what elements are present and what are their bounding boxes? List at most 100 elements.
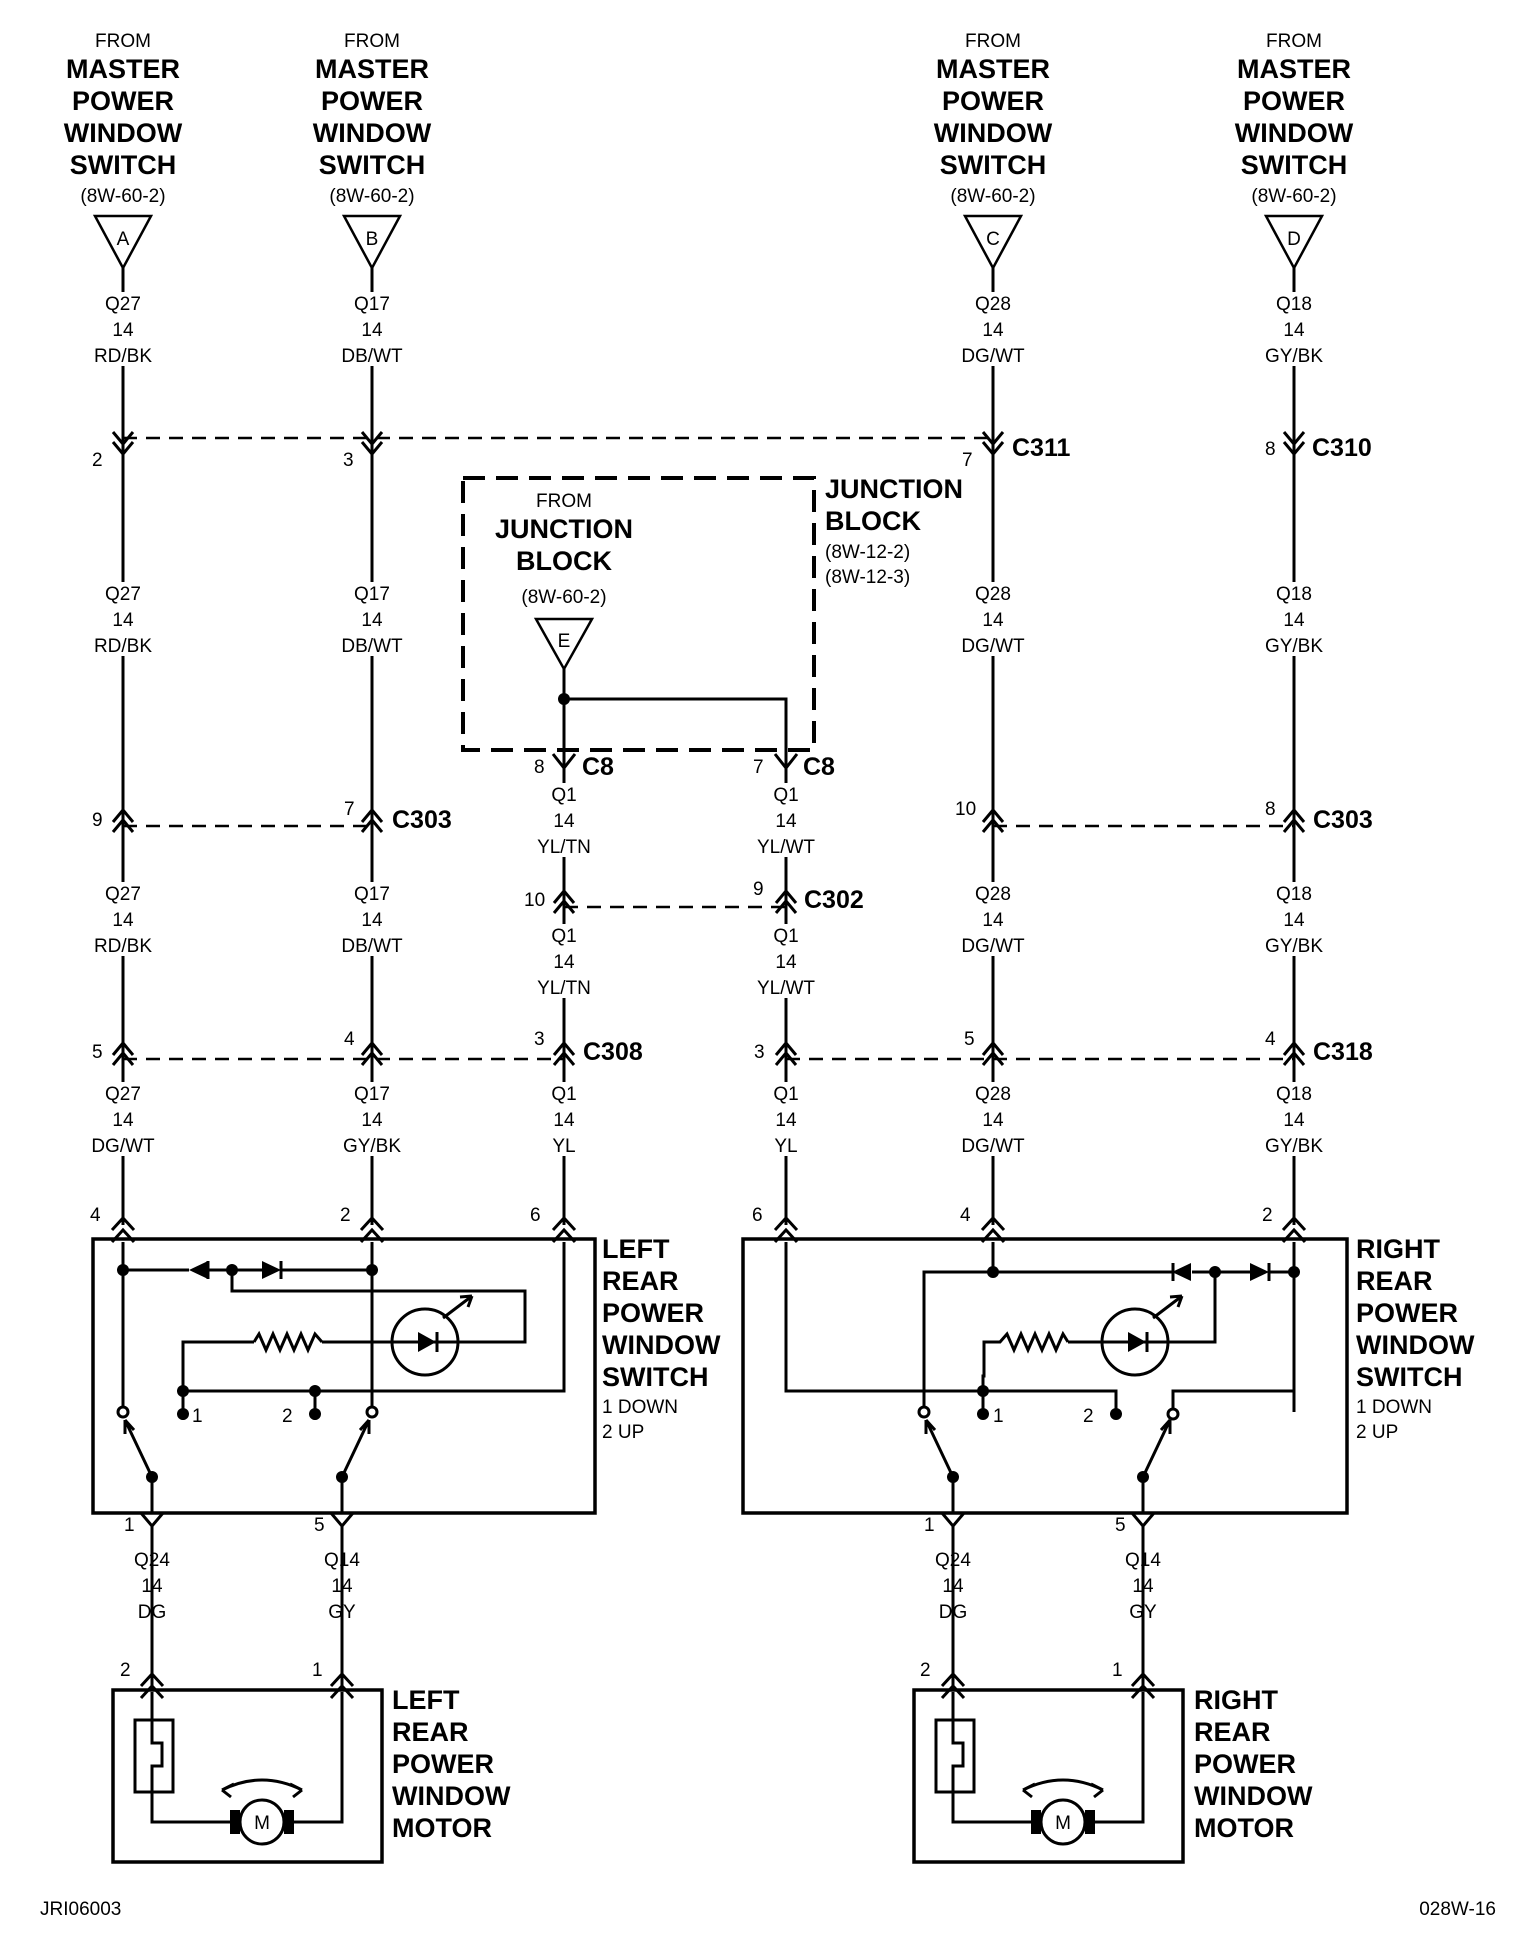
pin-number: 4	[1265, 1029, 1276, 1050]
source-ref: (8W-60-2)	[950, 186, 1035, 207]
connector-icon	[111, 807, 135, 833]
connector-triangle-icon	[1263, 214, 1325, 271]
source-line: MASTER	[315, 54, 429, 84]
junction-splice-wire	[562, 669, 788, 745]
motor-label-line: LEFT	[392, 1685, 460, 1715]
connector-name: C318	[1313, 1038, 1373, 1066]
connector-triangle-icon	[341, 214, 403, 271]
wire-label: Q28 14 DG/WT	[958, 1082, 1028, 1157]
connector-names: C311 C310 C8 C8 C303 C303 C302 C308 C318	[392, 434, 1373, 1066]
pin-number: 2	[120, 1660, 131, 1681]
connector-triangle-icon	[962, 214, 1024, 271]
svg-text:DG/WT: DG/WT	[961, 346, 1025, 367]
junction-block-ref: (8W-12-3)	[825, 567, 910, 588]
switch-contact-label: 2	[282, 1406, 293, 1427]
wire-label: Q18 14 GY/BK	[1264, 292, 1324, 367]
pin-numbers: 2 3 7 8 8 7 9 7 10 8 10 9 5 4 3 3 5 4 4 …	[90, 439, 1276, 1681]
svg-text:Q27: Q27	[105, 584, 141, 605]
wire-label: Q27 14 RD/BK	[93, 582, 153, 657]
svg-text:GY/BK: GY/BK	[1265, 636, 1323, 657]
circuit-breaker-icon	[133, 1718, 175, 1794]
pin-number: 6	[530, 1205, 541, 1226]
source-line: POWER	[72, 86, 174, 116]
connector-icon	[1282, 807, 1306, 833]
source-master-switch-a: FROM MASTER POWER WINDOW SWITCH (8W-60-2…	[64, 31, 183, 271]
pin-number: 4	[90, 1205, 101, 1226]
switch-mode: 1 DOWN	[1356, 1397, 1432, 1418]
diode-icon	[1172, 1263, 1191, 1281]
connector-icon	[981, 1040, 1005, 1066]
source-ref: (8W-60-2)	[1251, 186, 1336, 207]
switch-mode: 2 UP	[602, 1422, 644, 1443]
source-line: WINDOW	[313, 118, 432, 148]
pin-number: 7	[344, 799, 355, 820]
pin-number: 7	[962, 450, 973, 471]
svg-text:GY/BK: GY/BK	[1265, 936, 1323, 957]
connector-name: C310	[1312, 434, 1372, 462]
motor-label-line: POWER	[1194, 1749, 1296, 1779]
svg-text:14: 14	[553, 952, 575, 973]
connector-icon	[551, 753, 577, 771]
connector-icon	[111, 1040, 135, 1066]
svg-text:Q18: Q18	[1276, 294, 1312, 315]
svg-text:DG/WT: DG/WT	[961, 936, 1025, 957]
splice-dot	[558, 693, 570, 705]
source-line: WINDOW	[64, 118, 183, 148]
wires	[121, 268, 1296, 1225]
switch-label-line: RIGHT	[1356, 1234, 1441, 1264]
connector-icon	[1130, 1512, 1156, 1529]
source-line: SWITCH	[70, 150, 176, 180]
pin-number: 1	[312, 1660, 323, 1681]
pin-number: 4	[344, 1029, 355, 1050]
wire-label: Q1 14 YL	[761, 1082, 811, 1157]
source-master-switch-b: FROM MASTER POWER WINDOW SWITCH (8W-60-2…	[313, 31, 432, 271]
pin-number: 3	[343, 450, 354, 471]
svg-text:YL/WT: YL/WT	[757, 837, 815, 858]
connector-icon	[1282, 1040, 1306, 1066]
junction-source-from: FROM	[536, 491, 592, 512]
switch-label-line: REAR	[602, 1266, 679, 1296]
switch-contact-label: 2	[1083, 1406, 1094, 1427]
source-line: SWITCH	[1241, 150, 1347, 180]
svg-text:14: 14	[553, 811, 575, 832]
svg-text:14: 14	[112, 910, 134, 931]
connector-icon	[552, 1040, 576, 1066]
wire-label: Q18 14 GY/BK	[1264, 882, 1324, 957]
pin-number: 3	[754, 1042, 765, 1063]
junction-block-label: JUNCTION BLOCK (8W-12-2) (8W-12-3)	[825, 474, 963, 588]
pin-number: 1	[124, 1515, 135, 1536]
diode-icon	[1250, 1263, 1269, 1281]
svg-text:GY/BK: GY/BK	[343, 1136, 401, 1157]
connector-name: C303	[392, 806, 452, 834]
svg-text:GY/BK: GY/BK	[1265, 346, 1323, 367]
svg-text:Q1: Q1	[773, 1084, 798, 1105]
connector-icon	[1282, 431, 1306, 457]
svg-text:14: 14	[775, 1110, 797, 1131]
pin-number: 8	[1265, 439, 1276, 460]
source-master-switch-d: FROM MASTER POWER WINDOW SWITCH (8W-60-2…	[1235, 31, 1354, 271]
switch-label-line: REAR	[1356, 1266, 1433, 1296]
connector-icon	[139, 1512, 165, 1529]
svg-text:DG/WT: DG/WT	[961, 1136, 1025, 1157]
pin-number: 2	[1262, 1205, 1273, 1226]
svg-text:Q28: Q28	[975, 584, 1011, 605]
source-letter: A	[117, 229, 130, 250]
motor-label-line: POWER	[392, 1749, 494, 1779]
svg-text:14: 14	[361, 320, 383, 341]
connector-name: C303	[1313, 806, 1373, 834]
left-rear-switch: 1 2 LEFT REAR POWER WINDOW SWITCH 1 DOWN…	[91, 1234, 721, 1515]
light-arrow-icon	[442, 1294, 474, 1320]
svg-text:Q27: Q27	[105, 884, 141, 905]
svg-text:Q17: Q17	[354, 1084, 390, 1105]
svg-text:YL/WT: YL/WT	[757, 978, 815, 999]
resistor-icon	[252, 1330, 324, 1354]
connector-name: C311	[1012, 434, 1070, 462]
junction-source-line: JUNCTION	[495, 514, 633, 544]
switch-label-line: WINDOW	[602, 1330, 721, 1360]
svg-text:14: 14	[982, 1110, 1004, 1131]
svg-text:14: 14	[775, 811, 797, 832]
resistor-icon	[984, 1330, 1070, 1354]
switch-label-line: SWITCH	[1356, 1362, 1462, 1392]
svg-text:YL/TN: YL/TN	[537, 978, 591, 999]
connector-icon	[360, 431, 384, 457]
